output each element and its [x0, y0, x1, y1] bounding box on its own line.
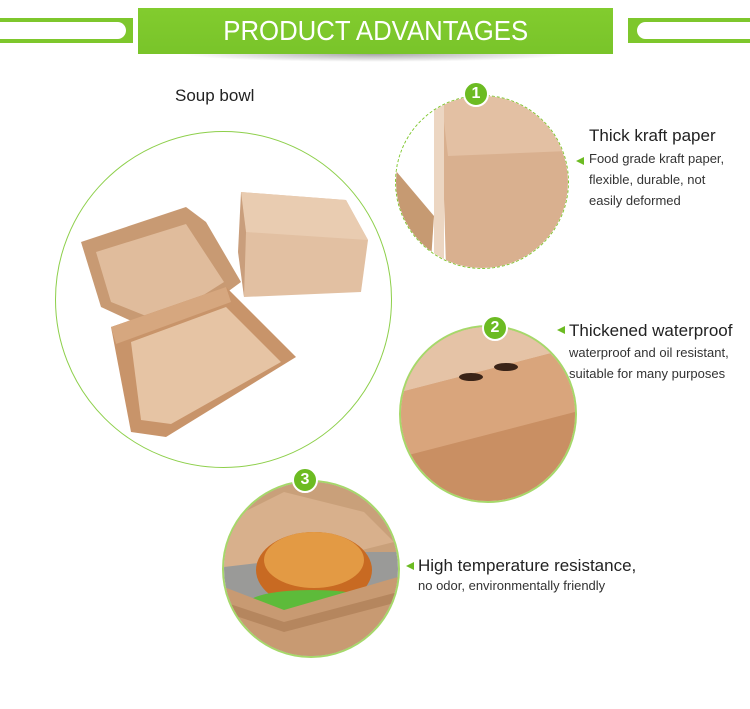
feature-1-desc-line: Food grade kraft paper,: [589, 151, 725, 166]
feature-2-image: [399, 325, 577, 503]
feature-3-badge: 3: [292, 467, 318, 493]
header-right-bar: [628, 18, 750, 43]
feature-1-desc-line: easily deformed: [589, 193, 681, 208]
feature-2-description: waterproof and oil resistant, suitable f…: [569, 342, 729, 384]
banner-shadow: [180, 54, 570, 62]
page-title: PRODUCT ADVANTAGES: [223, 15, 528, 46]
kraft-box-interior-illustration: [401, 327, 575, 501]
feature-1-title: Thick kraft paper: [589, 126, 716, 145]
burger-box-illustration: [224, 482, 398, 656]
pointer-arrow-icon: [576, 157, 584, 165]
feature-1-image: [395, 95, 569, 269]
header-left-bar: [0, 18, 133, 43]
main-product-image: [55, 131, 392, 468]
feature-2-title: Thickened waterproof: [569, 321, 733, 340]
feature-3-desc-line: no odor, environmentally friendly: [418, 578, 606, 593]
feature-2-desc-line: waterproof and oil resistant,: [569, 345, 729, 360]
pointer-arrow-icon: [406, 562, 414, 570]
pointer-arrow-icon: [557, 326, 565, 334]
header-banner: PRODUCT ADVANTAGES: [138, 8, 613, 54]
feature-3-description: no odor, environmentally friendly: [418, 575, 605, 596]
feature-3-title: High temperature resistance,: [418, 556, 637, 575]
feature-1-description: Food grade kraft paper, flexible, durabl…: [589, 148, 724, 211]
kraft-box-closeup-illustration: [396, 96, 568, 268]
kraft-box-illustration: [81, 192, 368, 437]
feature-3-image: [222, 480, 400, 658]
feature-2-desc-line: suitable for many purposes: [569, 366, 726, 381]
product-label: Soup bowl: [175, 86, 255, 105]
feature-1-desc-line: flexible, durable, not: [589, 172, 706, 187]
feature-2-badge: 2: [482, 315, 508, 341]
feature-1-badge: 1: [463, 81, 489, 107]
